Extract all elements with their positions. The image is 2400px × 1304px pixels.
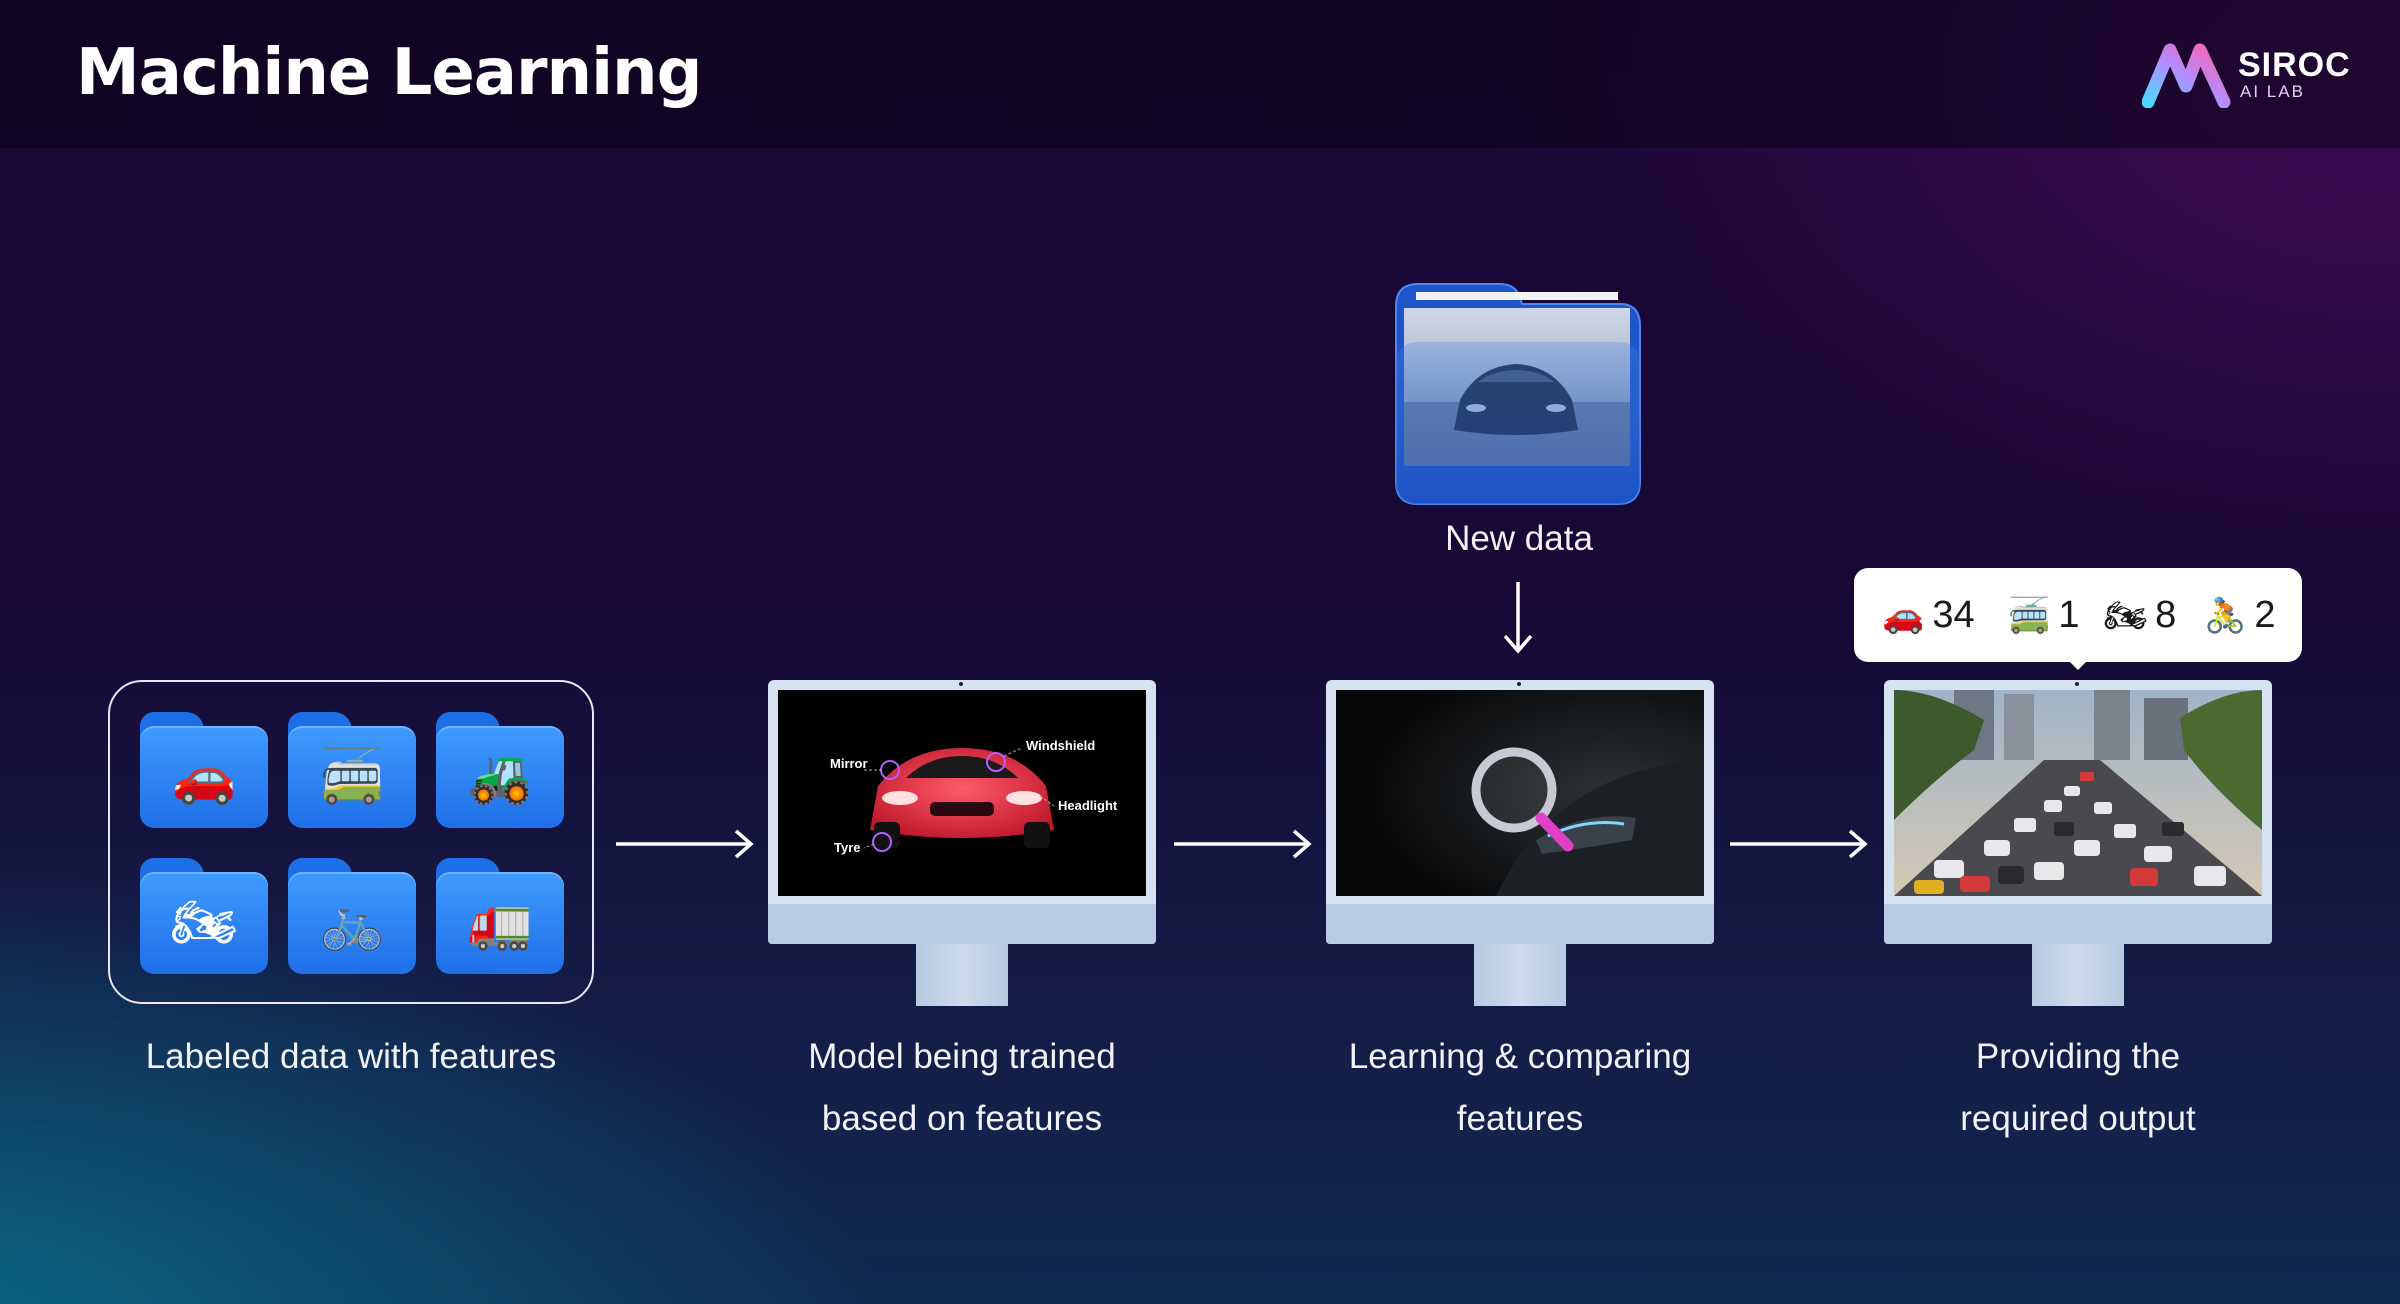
new-data-folder [1394,282,1644,506]
new-data-label: New data [1445,519,1593,558]
count-car-value: 34 [1932,594,1975,636]
feature-label-mirror: Mirror [830,756,868,771]
count-motorcycle-value: 8 [2155,594,2177,636]
caption-model-training: Model being trained based on features [808,1037,1116,1138]
feature-label-windshield: Windshield [1026,738,1096,753]
feature-label-headlight: Headlight [1058,798,1118,813]
caption-output: Providing the required output [1960,1037,2196,1138]
monitor-output [1884,680,2272,1010]
bus-icon: 🚎 [2008,597,2051,635]
arrow-right-icon [1730,829,1868,859]
count-cyclist-value: 2 [2254,594,2276,636]
car-icon: 🚗 [171,747,237,807]
count-bus-value: 1 [2058,594,2080,636]
caption-learning-comparing: Learning & comparing features [1348,1037,1692,1138]
folder-truck: 🚛 [436,858,564,974]
training-screen: Mirror Windshield Headlight Tyre [778,690,1146,896]
logo-sub: AI LAB [2240,82,2305,101]
arrow-right-icon [616,829,754,859]
bicycle-icon: 🚲 [319,893,385,953]
arrow-right-icon [1174,829,1312,859]
traffic-screen [1894,690,2262,896]
bus-icon: 🚎 [319,747,385,807]
comparing-screen [1336,690,1704,896]
page-title: Machine Learning [76,36,702,110]
car-icon: 🚗 [1882,597,1925,635]
output-count-box: 🚗34 🚎1 🏍8 🚴2 [1854,568,2302,662]
motorcycle-icon: 🏍 [2104,597,2148,635]
folder-car: 🚗 [140,712,268,828]
folder-bicycle: 🚲 [288,858,416,974]
traffic-image [1894,690,2262,896]
sports-car-image [862,747,1055,852]
siroc-logo: SIROC AI LAB [2141,42,2362,109]
count-motorcycle: 🏍8 [2104,590,2176,641]
folder-tractor: 🚜 [436,712,564,828]
folder-bus: 🚎 [288,712,416,828]
count-cyclist: 🚴2 [2204,590,2275,641]
count-bus: 🚎1 [2008,590,2079,641]
count-box-pointer [2068,660,2088,670]
caption-labeled-data: Labeled data with features [145,1037,557,1076]
cyclist-icon: 🚴 [2204,597,2247,635]
header-bar: Machine Learning SIROC AI LAB [0,0,2400,148]
monitor-training: Mirror Windshield Headlight Tyre [768,680,1156,1010]
truck-icon: 🚛 [467,893,533,953]
magnifier-icon [1471,747,1574,852]
tractor-icon: 🚜 [467,747,533,807]
monitor-comparing [1326,680,1714,1010]
labeled-data-box: 🚗 🚎 🚜 🏍 🚲 🚛 [108,680,594,1004]
folder-motorcycle: 🏍 [140,858,268,974]
count-car: 🚗34 [1882,590,1975,641]
logo-mark-icon [2141,43,2231,109]
arrow-down-icon [1503,582,1533,654]
feature-label-tyre: Tyre [834,840,861,855]
motorcycle-icon: 🏍 [170,893,237,953]
logo-brand: SIROC [2238,46,2351,84]
